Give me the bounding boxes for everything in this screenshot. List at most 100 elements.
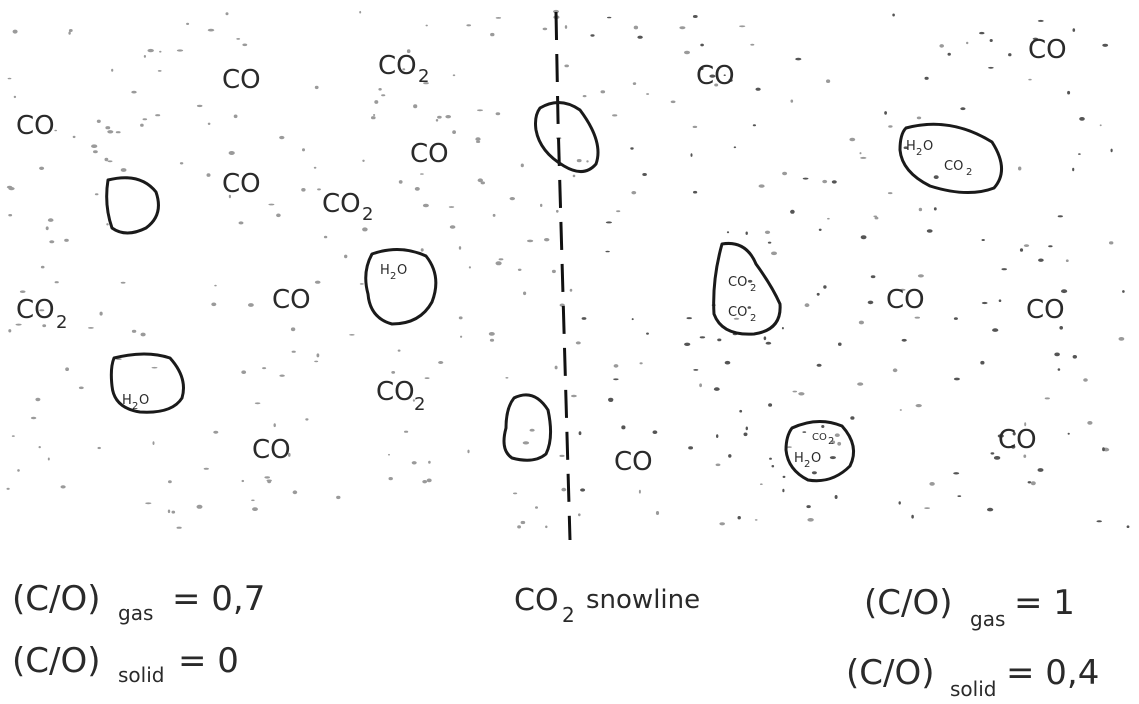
gas-dot (529, 428, 535, 432)
gas-dot (726, 231, 730, 234)
gas-dot (425, 24, 428, 27)
gas-dot (290, 327, 296, 332)
gas-dot (206, 173, 211, 177)
gas-dot (314, 280, 321, 284)
gas-dot (915, 404, 922, 408)
gas-dot (276, 213, 281, 218)
gas-dot (859, 152, 862, 155)
gas-dot (39, 166, 45, 170)
gas-dot (35, 397, 41, 402)
gas-dot (782, 488, 785, 493)
gas-dot (411, 461, 417, 465)
co-molecule: CO (1026, 295, 1065, 325)
gas-dot (578, 431, 582, 436)
gas-dot (30, 416, 37, 420)
svg-text:H: H (794, 451, 804, 466)
gas-dot (167, 509, 171, 514)
gas-dot (228, 151, 235, 155)
gas-dot (302, 148, 305, 152)
gas-dot (489, 338, 495, 342)
gas-dot (159, 50, 162, 53)
gas-dot (1027, 481, 1032, 484)
gas-dot (918, 207, 923, 212)
gas-dot (1023, 454, 1027, 458)
gas-dot (131, 90, 137, 94)
gas-dot (621, 425, 626, 430)
gas-dot (19, 290, 26, 294)
gas-dot (97, 446, 101, 450)
gas-dot (1067, 90, 1071, 95)
gas-dot (690, 153, 693, 157)
gas-dot (540, 203, 543, 207)
gas-dot (254, 402, 261, 405)
gas-dot (262, 367, 267, 370)
gas-dot (892, 368, 898, 373)
gas-dot (684, 50, 690, 55)
co-molecule: CO (696, 61, 735, 91)
co2-molecule: CO 2 (322, 189, 373, 225)
svg-text:H: H (906, 139, 916, 154)
gas-dot (15, 323, 22, 326)
gas-dot (556, 209, 559, 213)
gas-dot (827, 217, 830, 220)
gas-dot (1028, 78, 1032, 81)
gas-dot (576, 159, 582, 163)
gas-dot (1109, 241, 1114, 245)
gas-dot (378, 88, 382, 91)
gas-dot (631, 318, 634, 321)
gas-dot (850, 416, 855, 420)
svg-text:CO: CO (378, 51, 417, 81)
gas-dot (586, 160, 589, 163)
gas-dot (939, 44, 944, 48)
gas-dot (898, 501, 901, 505)
gas-dot (107, 160, 113, 163)
gas-dot (580, 488, 586, 492)
gas-dot (926, 229, 933, 233)
gas-dot (605, 250, 610, 253)
gas-dot (884, 111, 887, 115)
gas-dot (747, 279, 753, 283)
gas-dot (646, 332, 649, 335)
gas-dot (1096, 520, 1102, 523)
gas-dot (498, 258, 504, 261)
gas-dot (228, 194, 231, 199)
gas-dot (632, 82, 637, 85)
gas-dot (54, 129, 58, 132)
gas-dot (1057, 368, 1061, 371)
gas-dot (858, 320, 865, 325)
gas-dot (406, 49, 411, 54)
gas-dot (612, 114, 618, 117)
gas-dot (899, 409, 902, 411)
gas-dot (268, 203, 275, 206)
gas-dot (838, 342, 842, 346)
gas-dot (795, 57, 802, 61)
gas-dot (792, 390, 798, 393)
h2o-ice-grain (109, 352, 185, 414)
gas-dot (997, 434, 1004, 438)
gas-dot (733, 317, 740, 320)
svg-text:2: 2 (414, 394, 425, 415)
gas-dot (107, 130, 114, 134)
gas-dot (314, 85, 319, 90)
gas-dot (545, 525, 548, 529)
gas-dot (917, 274, 924, 278)
gas-dot (816, 363, 822, 367)
gas-dot (467, 449, 470, 454)
gas-dot (802, 177, 809, 180)
gas-dot (1065, 259, 1069, 263)
gas-dot (608, 397, 614, 402)
gas-dot (688, 446, 693, 450)
gas-dot (818, 228, 822, 231)
gas-dot (837, 441, 842, 446)
gas-dot (713, 387, 720, 391)
gas-dot (381, 94, 386, 97)
gas-dot (1030, 481, 1036, 486)
gas-dot (980, 360, 985, 365)
gas-dot (252, 507, 258, 511)
gas-dot (990, 452, 995, 455)
gas-dot (412, 399, 415, 402)
gas-dot (513, 492, 518, 495)
h2o-label: H 2 O (380, 263, 407, 282)
svg-text:= 0,4: = 0,4 (1006, 653, 1099, 693)
gas-dot (279, 135, 285, 140)
